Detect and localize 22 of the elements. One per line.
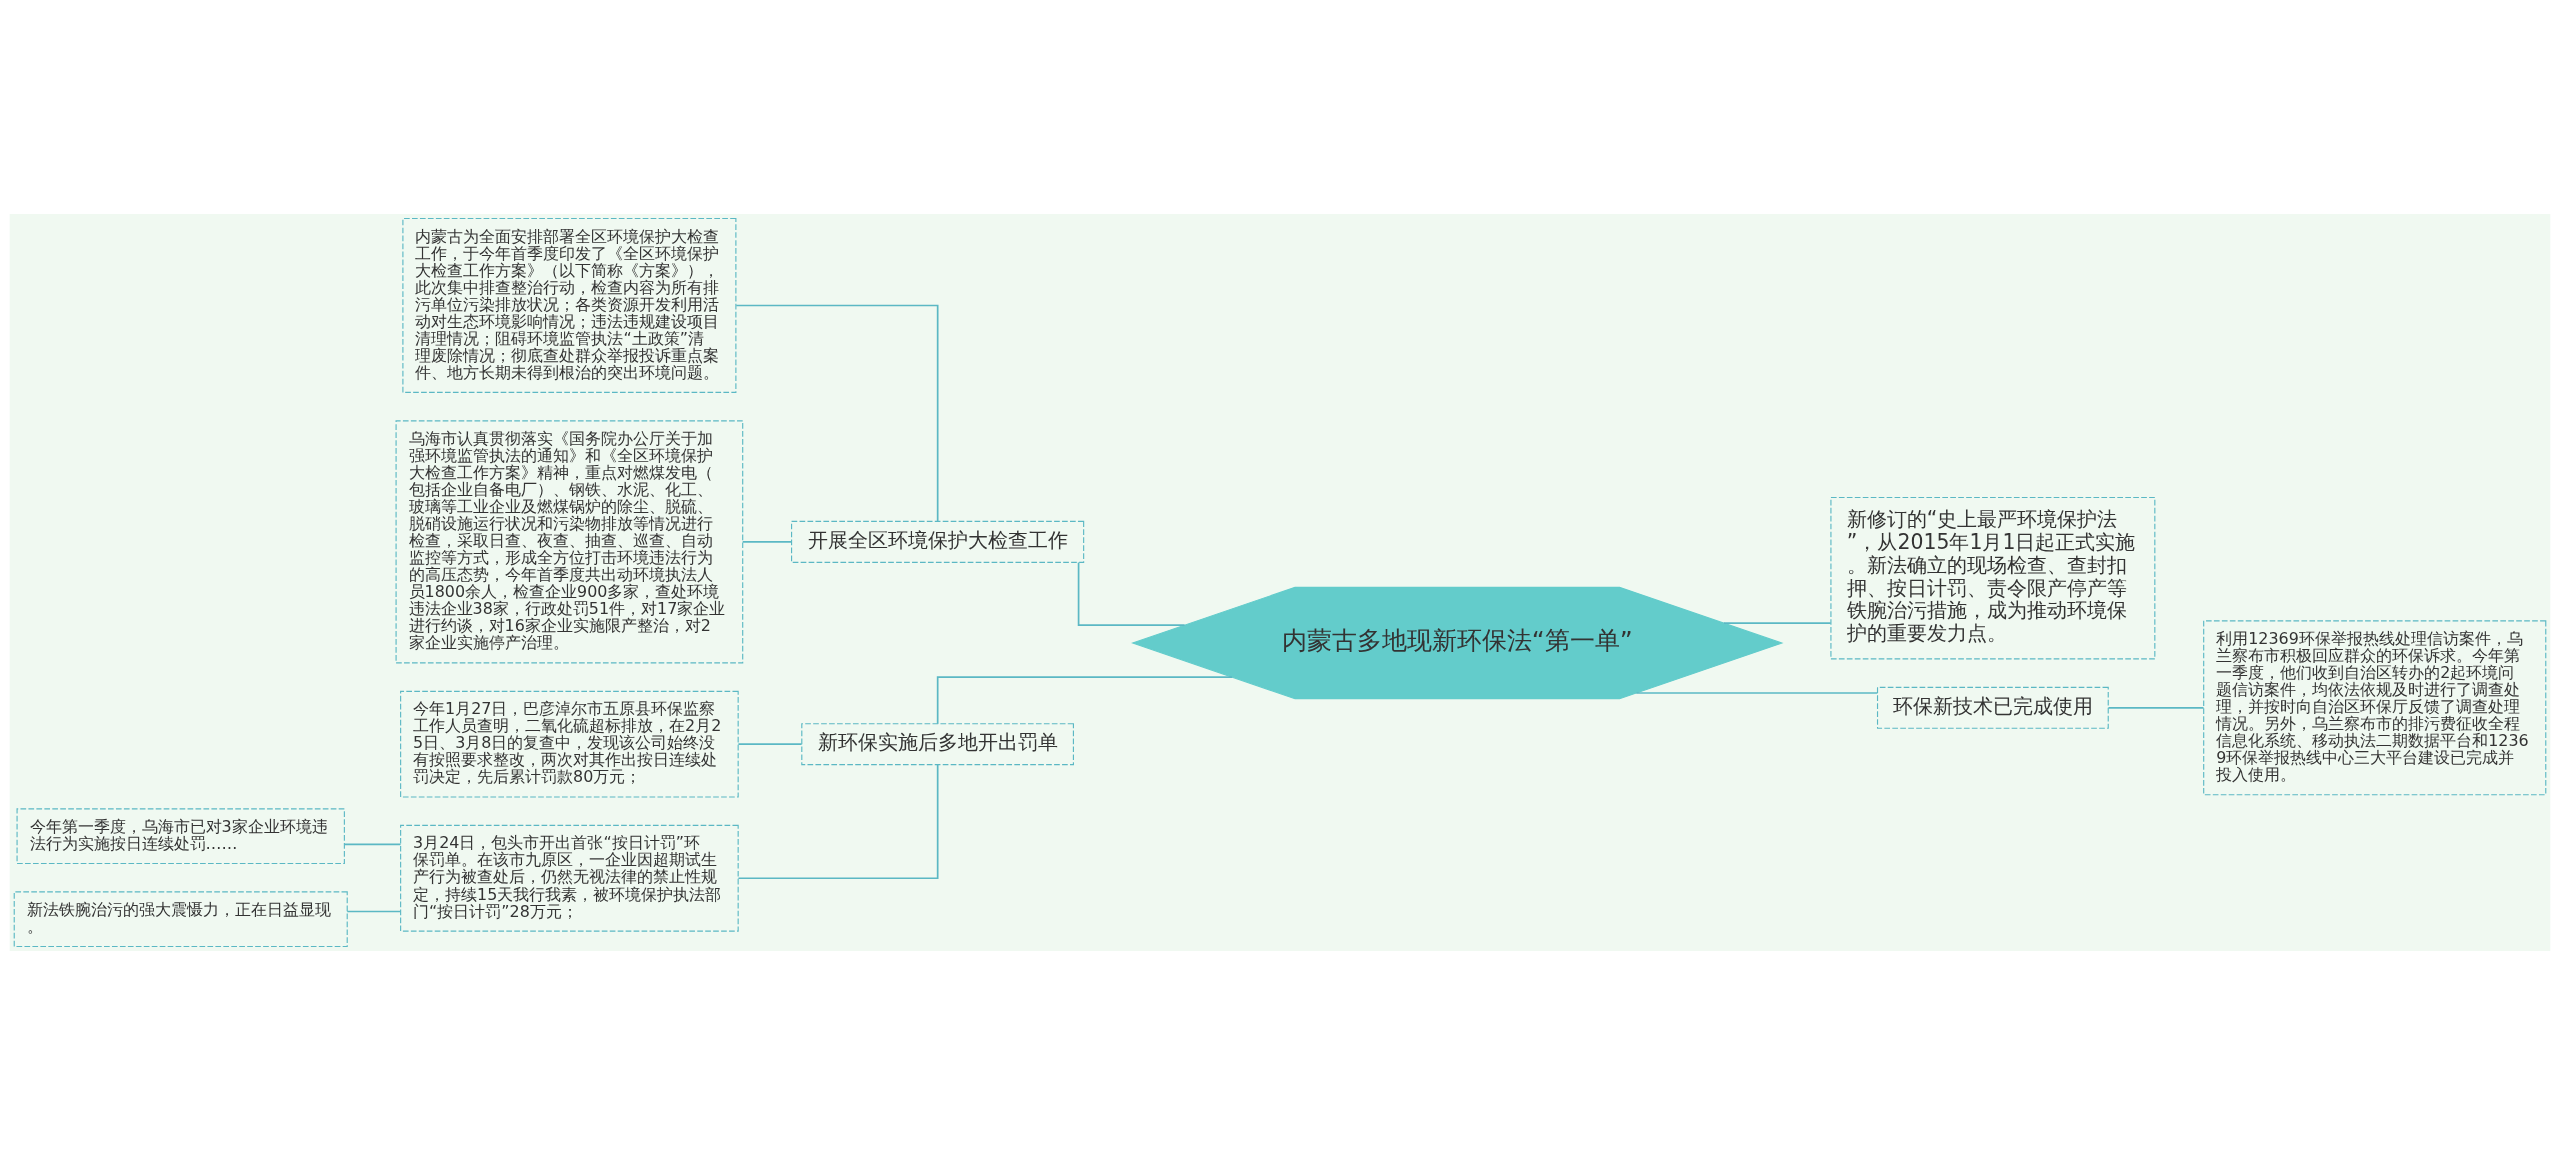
node-box: 利用12369环保举报热线处理信访案件，乌兰察布市积极回应群众的环保诉求。今年第一季度，他们收到自治区转办的2起环境问题信访案件，均依法依规及时进行了调查处理，并按时向自治区环保厅反馈了调查处理情况。另外，乌兰察布市的排污费征收全程信息化系统、移动执法二期数据平台和12369环保举报热线中心三大平台建设已完成并投入使用。 (2203, 620, 2547, 796)
node-box: 内蒙古为全面安排部署全区环境保护大检查工作，于今年首季度印发了《全区环境保护大检查工作方案》（以下简称《方案》），此次集中排查整治行动，检查内容为所有排污单位污染排放状况；各类资源开发利用活动对生态环境影响情况；违法违规建设项目清理情况；阻碍环境监管执法“土政策”清理废除情况；彻底查处群众举报投诉重点案件、地方长期未得到根治的突出环境问题。 (402, 218, 737, 393)
connector (1723, 622, 1832, 624)
node-box: 新环保实施后多地开出罚单 (801, 723, 1074, 766)
node-box: 环保新技术已完成使用 (1876, 686, 2109, 729)
connector (735, 304, 939, 523)
connector (346, 910, 402, 913)
node-box: 3月24日，包头市开出首张“按日计罚”环保罚单。在该市九原区，一企业因超期试生产行为被查处后，仍然无视法律的禁止性规定，持续15天我行我素，被环境保护执法部门“按日计罚”28万元； (400, 824, 739, 932)
connector (2107, 706, 2205, 709)
connector (737, 743, 803, 745)
node-box: 今年1月27日，巴彦淖尔市五原县环保监察工作人员查明，二氧化硫超标排放，在2月25日、3月8日的复查中，发现该公司始终没有按照要求整改，两次对其作出按日连续处罚决定，先后累计罚款80万元； (400, 690, 739, 798)
connector (737, 763, 939, 880)
connector (936, 676, 1233, 725)
node-box: 新法铁腕治污的强大震慑力，正在日益显现。 (13, 891, 348, 948)
connector (741, 541, 793, 543)
connector (1077, 561, 1186, 626)
node-box: 新修订的“史上最严环境保护法”，从2015年1月1日起正式实施。新法确立的现场检查、查封扣押、按日计罚、责令限产停产等铁腕治污措施，成为推动环境保护的重要发力点。 (1830, 497, 2156, 660)
node-box: 开展全区环境保护大检查工作 (791, 520, 1085, 563)
node-box: 今年第一季度，乌海市已对3家企业环境违法行为实施按日连续处罚…… (16, 808, 345, 865)
node-box: 乌海市认真贯彻落实《国务院办公厅关于加强环境监管执法的通知》和《全区环境保护大检查工作方案》精神，重点对燃煤发电（包括企业自备电厂）、钢铁、水泥、化工、玻璃等工业企业及燃煤锅炉的除尘、脱硫、脱硝设施运行状况和污染物排放等情况进行检查，采取日查、夜查、抽查、巡查、自动监控等方式，形成全方位打击环境违法行为的高压态势，今年首季度共出动环境执法人员1800余人，检查企业900多家，查处环境违法企业38家，行政处罚51件，对17家企业进行约谈，对16家企业实施限产整治，对2家企业实施停产治理。 (395, 420, 744, 664)
connector (343, 843, 402, 846)
connector (1635, 692, 1879, 694)
